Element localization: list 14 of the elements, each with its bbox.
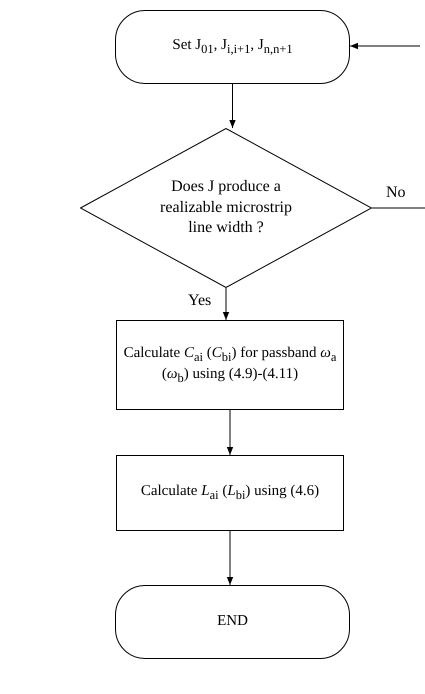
node-text: END — [217, 612, 248, 632]
arrow — [229, 84, 236, 128]
node-text: Does J produce a realizable microstrip line width ? — [159, 176, 293, 238]
arrow — [226, 410, 234, 456]
process-box — [116, 320, 344, 410]
node-text: Calculate L$_{ai}$ (L$_{bi}$) using (4.6) — [140, 482, 320, 504]
process-box — [116, 455, 344, 531]
node-text: Set J$_{01}$, J$_{i,i+1}$, J$_{n,n+1}$ — [172, 36, 293, 58]
terminal-shape — [115, 10, 350, 84]
terminal-shape — [115, 585, 350, 659]
arrow — [222, 288, 230, 320]
arrow — [350, 42, 420, 50]
node-text: Calculate C$_{ai}$ (C$_{bi}$) for passband ω$_{a}$ (ω$_{b}$) using (4.9)-(4.11) — [122, 344, 338, 386]
arrow — [226, 530, 234, 586]
